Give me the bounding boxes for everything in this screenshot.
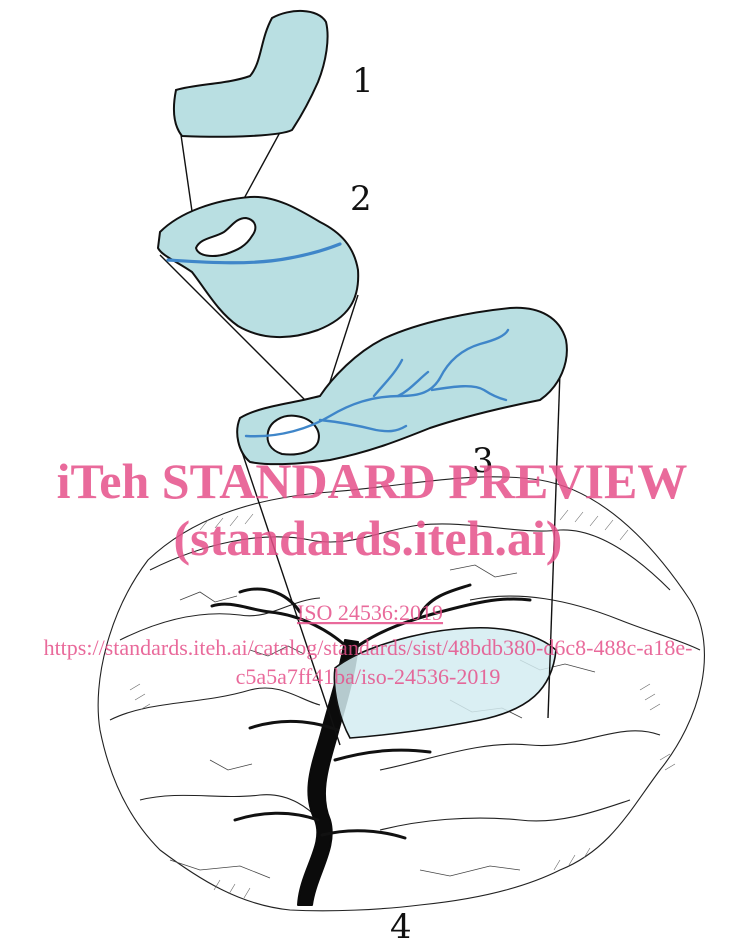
basin-stage-2 [158,197,358,337]
basin-stage-1 [174,11,328,137]
stage-label-4: 4 [390,907,412,941]
watermark-subtitle: (standards.iteh.ai) [174,510,563,566]
watermark-title: iTeh STANDARD PREVIEW [57,453,688,509]
basin-stage-2-group [158,197,358,337]
watermark: iTeh STANDARD PREVIEW (standards.iteh.ai… [44,453,693,689]
stage-label-2: 2 [350,179,372,219]
watermark-url-line-1[interactable]: https://standards.iteh.ai/catalog/standa… [44,635,693,660]
stage-label-1: 1 [352,61,374,101]
watermark-standard[interactable]: ISO 24536:2019 [297,600,443,625]
watermark-url-line-2[interactable]: c5a5a7ff41ba/iso-24536-2019 [236,664,501,689]
